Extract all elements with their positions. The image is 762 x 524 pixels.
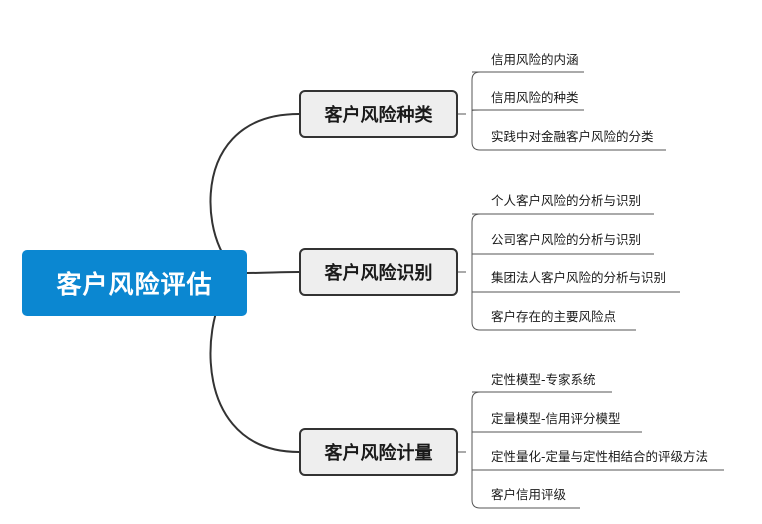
leaf-item[interactable]: 定性模型-专家系统 (491, 372, 596, 387)
leaf-item[interactable]: 公司客户风险的分析与识别 (491, 232, 642, 247)
branch-node-risk-types[interactable]: 客户风险种类 (299, 90, 458, 138)
leaf-item[interactable]: 客户信用评级 (491, 487, 567, 502)
leaf-item[interactable]: 信用风险的内涵 (491, 52, 579, 67)
leaf-item[interactable]: 集团法人客户风险的分析与识别 (491, 270, 667, 285)
branch-2-bracket (458, 213, 481, 331)
leaf-item[interactable]: 定量模型-信用评分模型 (491, 411, 621, 426)
leaf-item[interactable]: 实践中对金融客户风险的分类 (491, 129, 654, 144)
leaf-item[interactable]: 信用风险的种类 (491, 90, 579, 105)
leaf-item[interactable]: 客户存在的主要风险点 (491, 309, 617, 324)
leaf-item[interactable]: 个人客户风险的分析与识别 (491, 193, 642, 208)
branch-node-risk-identification[interactable]: 客户风险识别 (299, 248, 458, 296)
root-to-branch-2-link (246, 271, 300, 274)
branch-node-risk-measurement[interactable]: 客户风险计量 (299, 428, 458, 476)
branch-3-bracket (458, 391, 481, 509)
root-node[interactable]: 客户风险评估 (22, 250, 247, 316)
branch-1-bracket (458, 71, 481, 151)
leaf-item[interactable]: 定性量化-定量与定性相结合的评级方法 (491, 449, 709, 464)
